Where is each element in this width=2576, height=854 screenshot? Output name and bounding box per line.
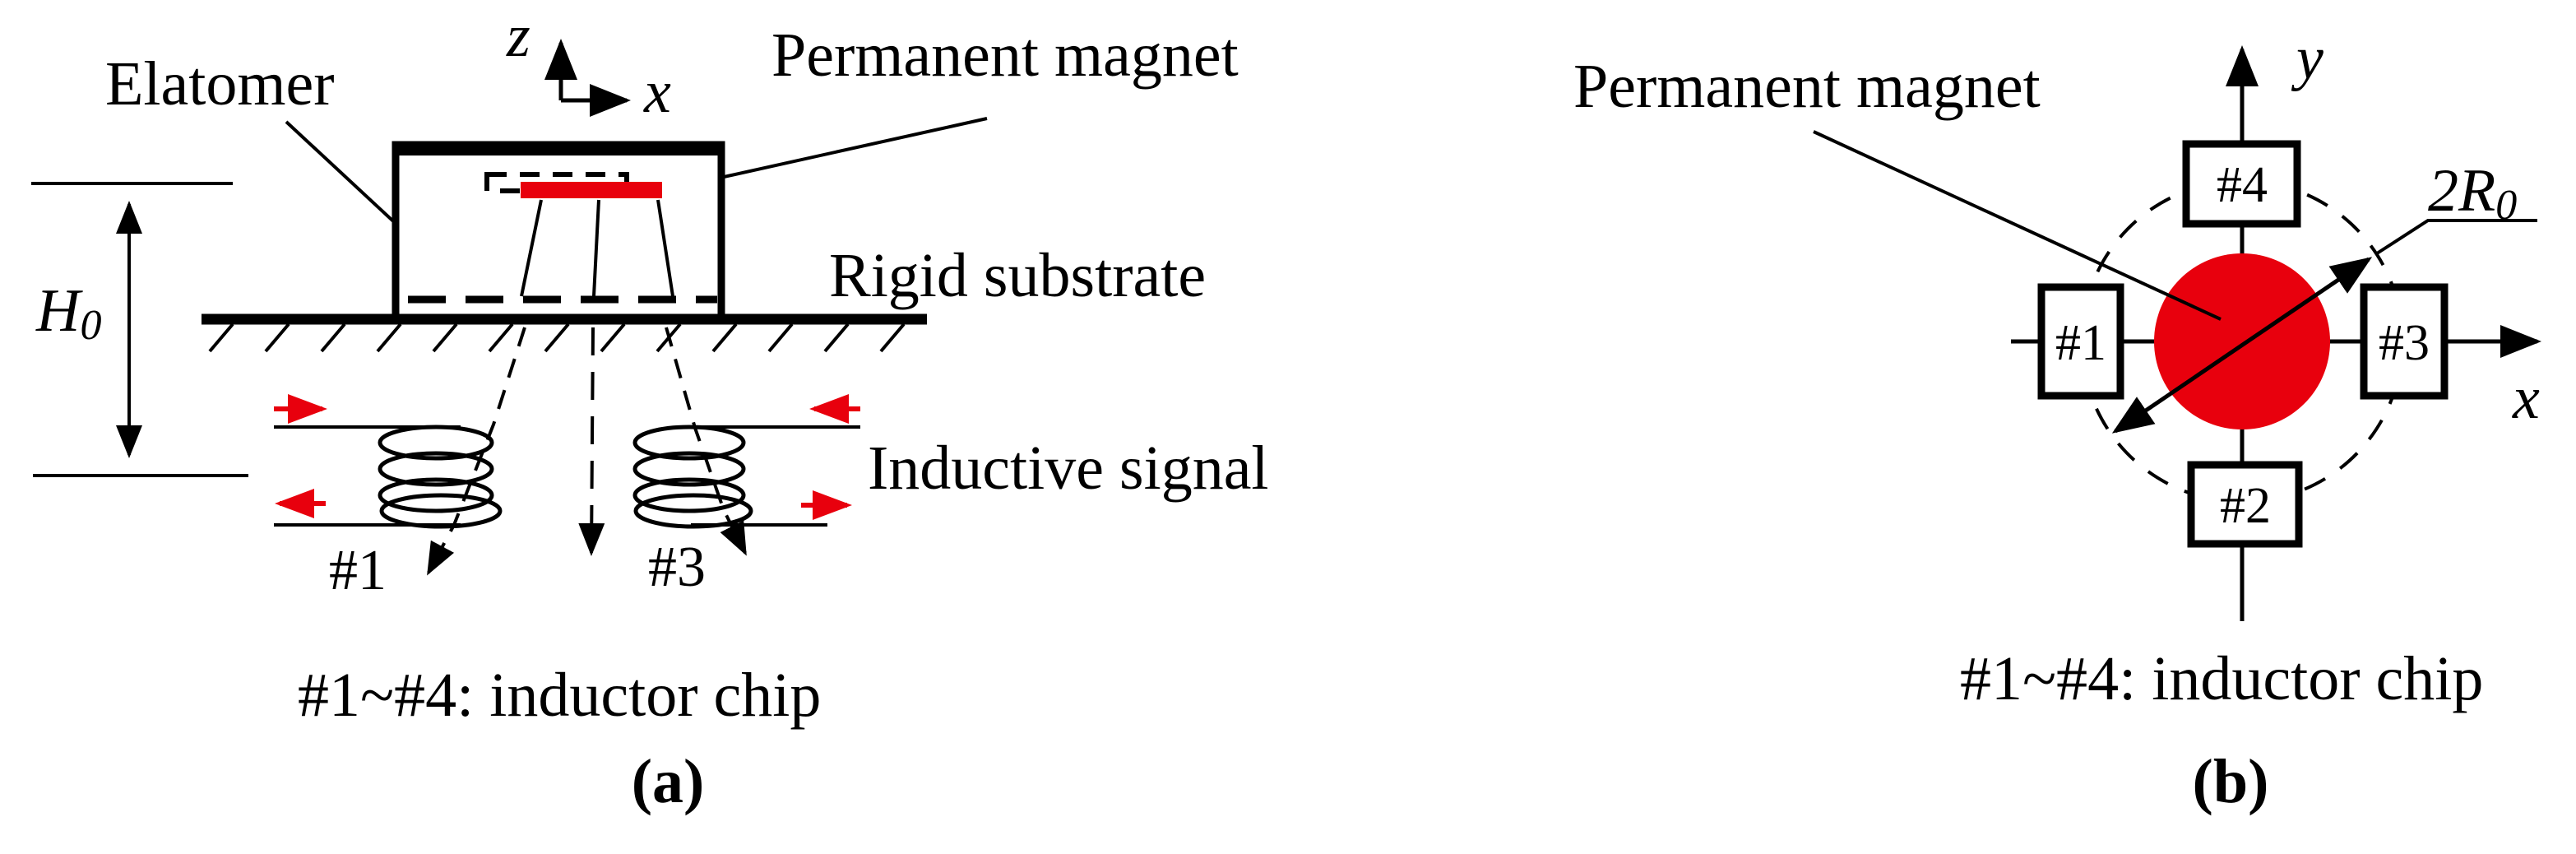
- magnet-rect: [521, 182, 662, 198]
- coil3-label: #3: [648, 536, 706, 599]
- flux-line-left: [427, 327, 526, 576]
- chip-labels: #4 #1 #3 #2: [2055, 157, 2430, 534]
- flux-lines-inner: [520, 199, 674, 297]
- axis-z-label: z: [506, 2, 530, 70]
- coil1-label: #1: [329, 539, 387, 602]
- panel-b: y x Permanent magnet 2R0 #4 #1 #3: [1573, 25, 2541, 816]
- flux-line-right: [665, 327, 747, 556]
- chip-2-box: [2187, 461, 2303, 548]
- axis-x-label-b: x: [2512, 364, 2540, 432]
- axis-y-label: y: [2291, 25, 2323, 92]
- flux-line-center: [578, 327, 605, 556]
- diameter-label: 2R0: [2428, 157, 2517, 229]
- chip-boxes: [2037, 140, 2449, 548]
- inductor-coil-1: [274, 425, 503, 529]
- permanent-magnet-label-b: Permanent magnet: [1573, 52, 2041, 121]
- panel-a: z x Elatomer Permanent magnet: [31, 2, 1269, 816]
- axes-a: z x: [506, 2, 671, 126]
- h0-dimension: H0: [31, 182, 248, 477]
- axis-x-label: x: [643, 58, 671, 126]
- diameter-arrow: [2111, 257, 2373, 434]
- magnet-circle: [2154, 253, 2330, 429]
- chip-3-label: #3: [2379, 315, 2430, 371]
- elastomer-label: Elatomer: [105, 49, 335, 118]
- chip-1-box: [2037, 283, 2124, 400]
- chip-4-box: [2182, 140, 2301, 228]
- panel-b-caption: (b): [2193, 747, 2269, 816]
- chip-2-label: #2: [2220, 478, 2271, 534]
- current-arrows: [274, 394, 860, 520]
- chip-1-label: #1: [2055, 315, 2106, 371]
- substrate-hatching: [208, 323, 906, 353]
- chip-3-box: [2360, 283, 2449, 400]
- inductor-coil-3: [632, 425, 860, 529]
- diameter-annotation: 2R0: [2111, 157, 2537, 434]
- inductive-signal-label: Inductive signal: [868, 434, 1269, 503]
- legend-a: #1~#4: inductor chip: [298, 661, 821, 730]
- flux-lines-outer: [427, 327, 747, 576]
- diameter-leader-line: [2375, 219, 2537, 255]
- rigid-substrate-label: Rigid substrate: [829, 241, 1206, 310]
- permanent-magnet-label-a: Permanent magnet: [771, 21, 1239, 90]
- h0-dimension-label: H0: [35, 277, 101, 349]
- panel-a-caption: (a): [632, 747, 705, 816]
- magnet-leader-line-b: [1813, 130, 2222, 321]
- legend-b: #1~#4: inductor chip: [1960, 644, 2483, 713]
- chip-4-label: #4: [2217, 157, 2268, 213]
